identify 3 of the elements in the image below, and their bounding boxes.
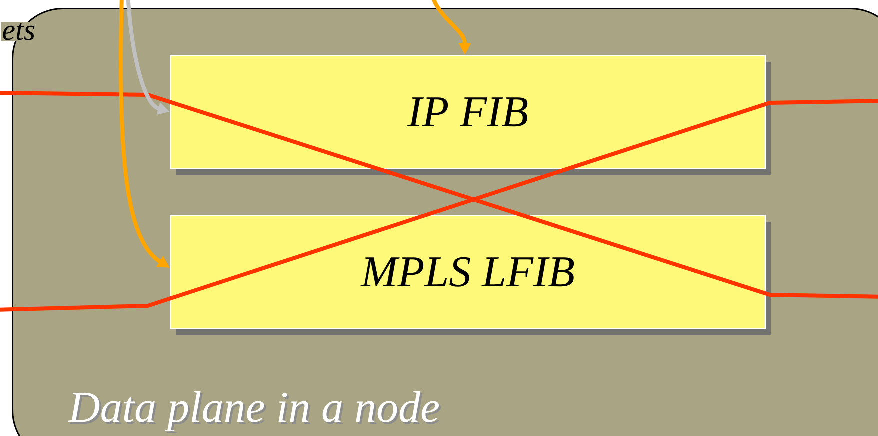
text-fragment: ets [1, 22, 37, 42]
table-box: IP FIB [170, 55, 771, 175]
table-box: MPLS LFIB [170, 215, 771, 335]
